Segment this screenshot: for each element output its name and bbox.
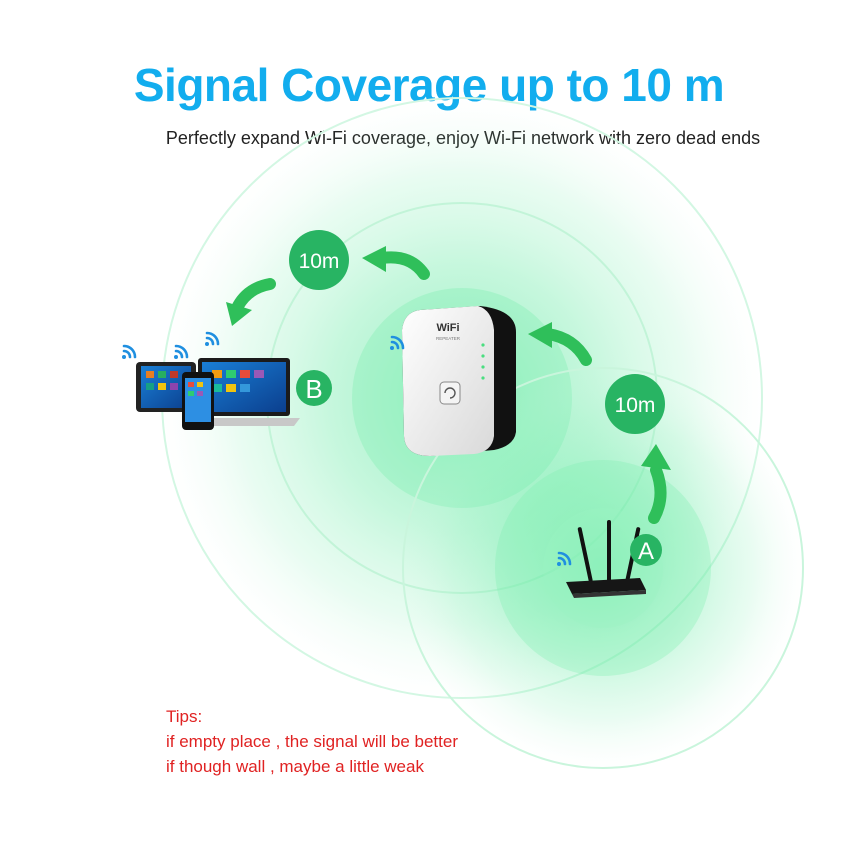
wifi-repeater-device: WiFi REPEATER (402, 306, 516, 456)
point-b-label: B (305, 374, 322, 404)
repeater-brand: WiFi (436, 322, 459, 334)
distance-badge-right: 10m (605, 374, 665, 434)
distance-label-right: 10m (615, 394, 656, 417)
distance-label-left: 10m (299, 250, 340, 273)
wps-button-icon (444, 387, 456, 399)
smartphone-icon (182, 372, 214, 430)
arrow-head-left (528, 322, 552, 348)
arrow-head-left (362, 246, 386, 272)
wifi-router-device (566, 520, 646, 598)
arrow-head-up (641, 444, 671, 470)
repeater-model: REPEATER (436, 336, 461, 341)
point-b-badge: B (296, 370, 332, 406)
wifi-icon (557, 551, 572, 566)
tips-line-2: if though wall , maybe a little weak (166, 757, 424, 776)
wifi-icon (174, 344, 189, 359)
wifi-icon (122, 344, 137, 359)
laptop-icon (188, 358, 300, 426)
tips-line-1: if empty place , the signal will be bett… (166, 732, 458, 751)
devices-group (122, 331, 300, 430)
point-a-label: A (638, 538, 654, 565)
tips-heading: Tips: (166, 707, 203, 726)
wifi-icon (390, 335, 405, 350)
distance-badge-left: 10m (289, 230, 349, 290)
wifi-icon (205, 331, 220, 346)
arrow-router-to-repeater (542, 328, 667, 524)
router-coverage-glow (402, 367, 804, 769)
arrow-head-down-left (226, 302, 252, 326)
arrow-repeater-to-devices (232, 251, 430, 312)
point-a-badge: A (630, 534, 662, 566)
tips-block: Tips: if empty place , the signal will b… (166, 704, 458, 779)
